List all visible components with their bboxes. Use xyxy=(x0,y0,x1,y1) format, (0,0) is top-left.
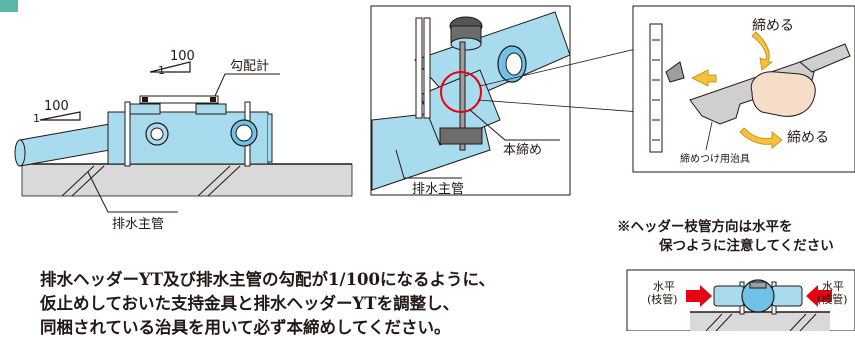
tighten-leader xyxy=(469,109,560,141)
level-left-label-2: (枝管) xyxy=(647,292,678,306)
tighten-arrow-bottom xyxy=(739,127,783,149)
level-arrow-left xyxy=(686,285,712,307)
level-left-label-1: 水平 xyxy=(653,280,675,293)
jig-label: 締めつけ用治具 xyxy=(680,152,750,165)
level-right-label-1: 水平 xyxy=(822,280,844,293)
gauge-leader xyxy=(214,73,280,97)
slope-main-unit: 1 xyxy=(158,64,165,77)
left-figure xyxy=(14,61,353,213)
main-pipe-label-left: 排水主管 xyxy=(112,217,164,232)
level-note: ※ヘッダー枝管方向は水平を 保つように注意してください xyxy=(617,218,855,256)
tighten-top-label: 締める xyxy=(752,17,794,34)
slope-triangle-small xyxy=(39,111,81,121)
ground xyxy=(21,163,353,197)
hand xyxy=(750,71,816,117)
level-figure xyxy=(626,269,855,331)
level-arrow-right xyxy=(806,285,832,307)
instruction-text: 排水ヘッダーYT及び排水主管の勾配が1/100になるように、 仮止めしておいた支… xyxy=(40,268,600,340)
installation-diagram: 100 1 勾配計 100 1 排水主管 本締め 排水 xyxy=(0,0,855,331)
instruction-line-1: 排水ヘッダーYT及び排水主管の勾配が1/100になるように、 xyxy=(40,270,496,289)
instruction-line-3: 同梱されている治具を用いて必ず本締めしてください。 xyxy=(40,318,451,337)
middle-figure xyxy=(370,5,641,196)
slope-small-number: 100 xyxy=(44,99,69,114)
instruction-line-2: 仮止めしておいた支持金具と排水ヘッダーYTを調整し、 xyxy=(40,294,460,313)
slope-gauge xyxy=(139,95,219,104)
tighten-label: 本締め xyxy=(503,142,542,158)
level-note-line-2: 保つように注意してください xyxy=(659,238,834,254)
jig-leader xyxy=(705,121,713,151)
tighten-arrow-left xyxy=(691,69,717,87)
slope-main-number: 100 xyxy=(170,49,195,64)
corner-tab xyxy=(0,0,18,12)
level-right-label-2: (枝管) xyxy=(817,292,848,306)
main-pipe-leader-left xyxy=(87,171,178,213)
tighten-arrow-top xyxy=(751,31,774,71)
tighten-bottom-label: 締める xyxy=(787,129,829,146)
main-pipe-label-middle: 排水主管 xyxy=(412,182,464,197)
level-note-line-1: ※ヘッダー枝管方向は水平を xyxy=(617,219,793,235)
gauge-label: 勾配計 xyxy=(230,58,269,74)
tighten-highlight-circle xyxy=(440,71,482,113)
slope-triangle-main xyxy=(149,61,191,73)
main-pipe-leader-middle xyxy=(395,149,462,179)
right-figure xyxy=(632,5,855,173)
slope-small-unit: 1 xyxy=(33,112,40,125)
